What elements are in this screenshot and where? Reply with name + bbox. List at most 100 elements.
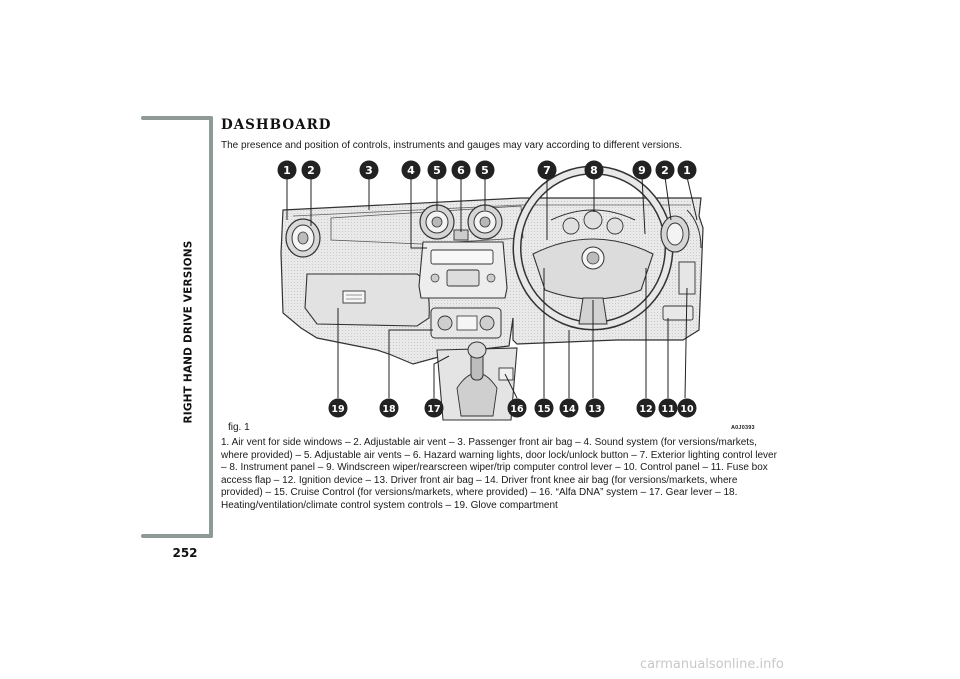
callout-leader-lines <box>286 176 698 399</box>
callout-label: 15 <box>537 404 550 415</box>
callout-label: 13 <box>588 404 601 415</box>
callout-label: 14 <box>562 404 576 415</box>
center-console <box>418 241 508 339</box>
legend-separator: – <box>271 474 283 486</box>
page-number: 252 <box>172 546 198 560</box>
legend-separator: – <box>699 462 711 474</box>
callout-badge: 19 <box>328 398 348 418</box>
legend-item: 6. Hazard warning lights, door lock/unlo… <box>412 449 629 461</box>
callout-badge: 5 <box>475 160 495 180</box>
callout-badge: 2 <box>301 160 321 180</box>
legend-separator: – <box>637 487 649 499</box>
legend-separator: – <box>572 437 584 448</box>
callout-label: 19 <box>331 404 344 415</box>
callout-badge: 11 <box>658 398 678 418</box>
top-callouts: 1 2 3 4 5 6 5 7 8 9 2 1 <box>277 160 697 180</box>
callout-label: 4 <box>407 164 415 177</box>
right-side-air-vents <box>660 209 702 321</box>
legend-separator: – <box>262 487 274 499</box>
callout-badge: 9 <box>632 160 652 180</box>
legend-separator: – <box>712 487 724 499</box>
callout-badge: 2 <box>655 160 675 180</box>
callout-badge: 12 <box>636 398 656 418</box>
callout-label: 3 <box>365 164 373 177</box>
callout-badge: 16 <box>507 398 527 418</box>
callout-badge: 1 <box>277 160 297 180</box>
legend-item: 2. Adjustable air vent <box>353 437 447 448</box>
legend-item: 14. Driver front knee air bag (for versi… <box>221 474 738 499</box>
legend-separator: – <box>221 462 230 474</box>
callout-badge: 17 <box>424 398 444 418</box>
legend-item: 10. Control panel <box>623 462 700 474</box>
figure-code: A0J0393 <box>731 425 755 431</box>
callout-badge: 4 <box>401 160 421 180</box>
central-air-vents <box>419 204 503 241</box>
callout-label: 17 <box>427 404 440 415</box>
dashboard-illustration: 1 2 3 4 5 6 5 7 8 9 2 1 19 18 17 16 15 1… <box>221 158 761 430</box>
page-subtitle: The presence and position of controls, i… <box>221 140 683 151</box>
glove-compartment <box>304 273 430 327</box>
legend-item: 3. Passenger front air bag <box>457 437 573 448</box>
legend-separator: – <box>446 437 458 448</box>
callout-label: 5 <box>481 164 489 177</box>
figure-caption: fig. 1 <box>228 422 250 433</box>
legend-item: 4. Sound system (for versions/markets, w… <box>221 437 757 461</box>
legend-item: 17. Gear lever <box>648 487 713 499</box>
legend-separator: – <box>292 449 304 461</box>
legend-separator: – <box>362 474 374 486</box>
legend-separator: – <box>314 462 327 474</box>
legend-item: 15. Cruise Control (for versions/markets… <box>273 487 528 499</box>
callout-label: 10 <box>680 404 694 415</box>
callout-label: 1 <box>283 164 291 177</box>
callout-label: 2 <box>661 164 669 177</box>
legend-item: 13. Driver front air bag <box>373 474 474 486</box>
legend-separator: – <box>628 449 640 461</box>
watermark: carmanualsonline.info <box>640 657 784 672</box>
page-frame-top <box>141 116 213 120</box>
callout-label: 9 <box>638 164 646 177</box>
callout-badge: 14 <box>559 398 579 418</box>
callout-badge: 13 <box>585 398 605 418</box>
callout-label: 5 <box>433 164 441 177</box>
callout-label: 7 <box>543 164 551 177</box>
legend-item: 18. Heating/ventilation/climate control … <box>221 487 738 511</box>
legend-item: 5. Adjustable air vents <box>303 449 402 461</box>
callout-label: 6 <box>457 164 465 177</box>
dashboard-top-edge <box>292 204 691 217</box>
page-title: DASHBOARD <box>221 117 332 133</box>
legend-item: 11. Fuse box access flap <box>221 462 768 486</box>
page-frame-left <box>209 116 213 538</box>
callout-label: 16 <box>510 404 524 415</box>
gear-tunnel <box>436 341 518 421</box>
legend-item: 16. “Alfa DNA” system <box>538 487 638 499</box>
bottom-callouts: 19 18 17 16 15 14 13 12 11 10 <box>328 398 697 418</box>
callout-label: 8 <box>590 164 598 177</box>
callout-label: 1 <box>683 164 691 177</box>
figure-legend: 1. Air vent for side windows – 2. Adjust… <box>221 437 777 513</box>
legend-separator: – <box>442 499 454 511</box>
callout-badge: 7 <box>537 160 557 180</box>
callout-badge: 3 <box>359 160 379 180</box>
legend-item: 12. Ignition device <box>282 474 363 486</box>
legend-item: 7. Exterior lighting control lever <box>639 449 777 461</box>
callout-label: 12 <box>639 404 652 415</box>
callout-badge: 10 <box>677 398 697 418</box>
legend-separator: – <box>612 462 624 474</box>
dashboard-drawing: 1 2 3 4 5 6 5 7 8 9 2 1 19 18 17 16 15 1… <box>277 160 704 421</box>
callout-badge: 6 <box>451 160 471 180</box>
legend-item: 8. Instrument panel <box>229 462 315 474</box>
callout-badge: 18 <box>379 398 399 418</box>
section-side-label-text: RIGHT HAND DRIVE VERSIONS <box>183 240 195 424</box>
left-side-air-vent <box>285 218 321 258</box>
legend-item: 9. Windscreen wiper/rearscreen wiper/tri… <box>326 462 613 474</box>
legend-separator: – <box>342 437 354 448</box>
callout-badge: 8 <box>584 160 604 180</box>
callout-badge: 15 <box>534 398 554 418</box>
legend-separator: – <box>527 487 539 499</box>
callout-badge: 5 <box>427 160 447 180</box>
callout-label: 18 <box>382 404 396 415</box>
page-frame-bottom <box>141 534 213 538</box>
section-side-label: RIGHT HAND DRIVE VERSIONS <box>176 240 202 423</box>
callout-label: 11 <box>661 404 674 415</box>
callout-label: 2 <box>307 164 315 177</box>
